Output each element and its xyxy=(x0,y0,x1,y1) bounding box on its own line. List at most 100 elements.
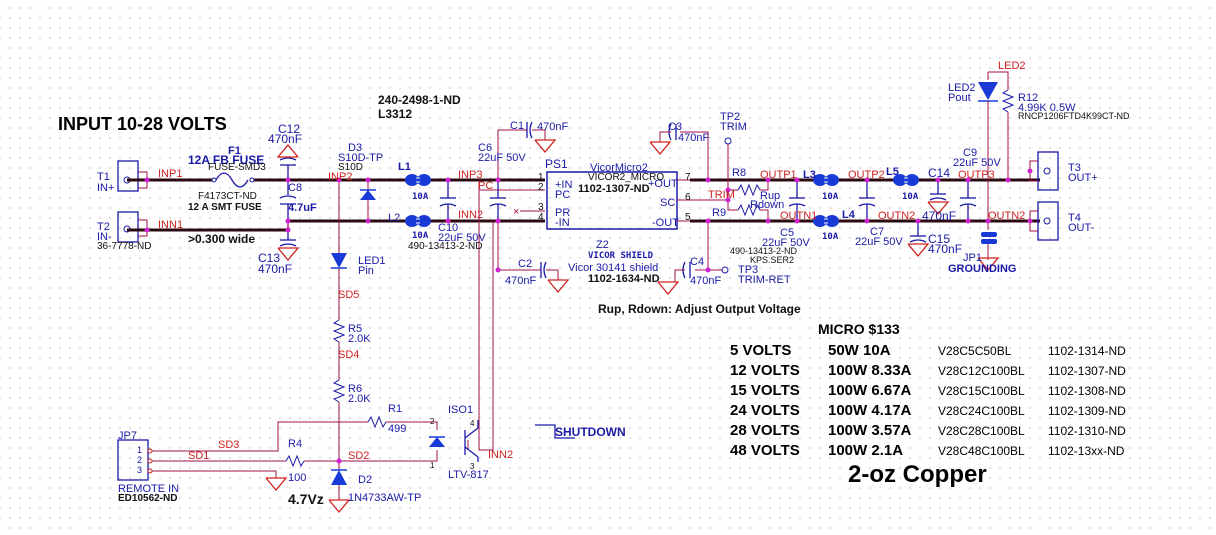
table-cell-power: 50W 10A xyxy=(828,342,891,359)
r5-ref: R5 xyxy=(348,323,363,335)
f1-ref: F1 xyxy=(228,145,241,157)
net-inn2-bottom: INN2 xyxy=(488,449,514,461)
fuse-f1-symbol xyxy=(211,172,255,188)
net-pc: PC xyxy=(478,180,494,192)
cap-c12-symbol xyxy=(279,157,297,180)
table-cell-part: 1102-1310-ND xyxy=(1048,424,1126,438)
ps1-pin3-name: PR xyxy=(555,207,571,219)
table-cell-part: 1102-13xx-ND xyxy=(1048,444,1125,458)
r12-part: RNCP1206FTD4K99CT-ND xyxy=(1018,111,1130,121)
net-sd4: SD4 xyxy=(338,349,360,361)
ps1-pin6-name: SC xyxy=(660,197,676,209)
tp2-ref: TP2 xyxy=(720,111,741,123)
opto-led-symbol xyxy=(429,437,445,447)
c8-value: 4.7uF xyxy=(288,202,317,214)
l3-rating: 10A xyxy=(822,192,839,202)
terminal-t4 xyxy=(1029,201,1059,241)
table-cell-model: V28C5C50BL xyxy=(938,344,1012,358)
table-cell-power: 100W 4.17A xyxy=(828,402,912,419)
t2-part: 36-7778-ND xyxy=(97,241,152,252)
net-inp3: INP3 xyxy=(458,169,483,181)
shutdown-label: SHUTDOWN xyxy=(555,425,626,439)
t3-name: OUT+ xyxy=(1068,172,1098,184)
table-cell-model: V28C24C100BL xyxy=(938,404,1025,418)
led1-ref: LED1 xyxy=(358,255,386,267)
net-inn2: INN2 xyxy=(458,209,484,221)
z2-name: Vicor 30141 shield xyxy=(568,262,659,274)
r4-value: 100 xyxy=(288,472,307,484)
led2-value: Pout xyxy=(948,92,971,104)
c6-value: 22uF 50V xyxy=(478,152,526,164)
c4-ref: C4 xyxy=(690,256,705,268)
net-sd1: SD1 xyxy=(188,450,210,462)
r5-value: 2.0K xyxy=(348,333,371,345)
d3-sub: S10D xyxy=(338,162,364,173)
table-cell-volts: 28 VOLTS xyxy=(730,422,800,439)
trace-note: >0.300 wide xyxy=(188,232,256,246)
f1-desc: 12 A SMT FUSE xyxy=(188,202,262,213)
d3-ref: D3 xyxy=(348,142,363,154)
ps1-pin6-num: 6 xyxy=(685,192,691,203)
l2-ref: L2 xyxy=(388,212,401,224)
part-note-1: 240-2498-1-ND xyxy=(378,93,461,107)
led2-ref: LED2 xyxy=(948,82,976,94)
c6-ref: C6 xyxy=(478,142,493,154)
table-cell-model: V28C15C100BL xyxy=(938,384,1025,398)
cap-c8-symbol xyxy=(279,180,297,221)
table-cell-volts: 15 VOLTS xyxy=(730,382,800,399)
diode-d3-symbol xyxy=(360,180,376,221)
iso1-part: LTV-817 xyxy=(448,469,489,481)
c7-ref: C7 xyxy=(870,226,885,238)
terminal-t1 xyxy=(117,160,148,192)
c10-part: 490-13413-2-ND xyxy=(408,241,483,252)
c15-ref: C15 xyxy=(928,232,951,246)
r6-value: 2.0K xyxy=(348,393,371,405)
c15-value: 470nF xyxy=(928,242,963,256)
part-note-2: L3312 xyxy=(378,107,413,121)
c10-value: 22uF 50V xyxy=(438,232,486,244)
junction-dots xyxy=(144,168,1033,464)
r1-ref: R1 xyxy=(388,403,403,415)
jp1-ref: JP1 xyxy=(963,252,982,264)
jp7-ref: JP7 xyxy=(118,430,137,442)
net-outp3: OUTP3 xyxy=(958,169,995,181)
table-cell-power: 100W 3.57A xyxy=(828,422,912,439)
c10-ref: C10 xyxy=(438,222,459,234)
table-cell-power: 100W 2.1A xyxy=(828,442,904,459)
f1-part: F4173CT-ND xyxy=(198,191,257,202)
c12-ref: C12 xyxy=(278,122,301,136)
table-cell-part: 1102-1309-ND xyxy=(1048,404,1126,418)
l3-ref: L3 xyxy=(803,169,816,181)
net-sd3: SD3 xyxy=(218,439,240,451)
c8-ref: C8 xyxy=(288,182,303,194)
l5-ref: L5 xyxy=(886,166,899,178)
c5-part: 490-13413-2-ND xyxy=(730,246,798,256)
c12-value: 470nF xyxy=(268,132,303,146)
zener-d2-symbol xyxy=(331,470,347,485)
shutdown-wiring xyxy=(152,180,494,478)
iso1-pin2: 2 xyxy=(430,417,435,426)
jp7-part: ED10562-ND xyxy=(118,493,178,504)
c1-ref: C1 xyxy=(510,120,525,132)
d2-value: 1N4733AW-TP xyxy=(348,492,422,504)
l4-ref: L4 xyxy=(842,209,855,221)
c5-ref: C5 xyxy=(780,227,795,239)
c2-value: 470nF xyxy=(505,275,537,287)
table-cell-volts: 48 VOLTS xyxy=(730,442,800,459)
ps1-part: 1102-1307-ND xyxy=(578,183,650,195)
t3-ref: T3 xyxy=(1068,162,1081,174)
ps1-pin3-num: 3 xyxy=(538,202,544,213)
table-cell-part: 1102-1308-ND xyxy=(1048,384,1126,398)
terminal-t2 xyxy=(117,211,148,243)
c9-ref: C9 xyxy=(963,147,978,159)
table-cell-power: 100W 8.33A xyxy=(828,362,912,379)
ps1-pin1-num: 1 xyxy=(538,172,544,183)
iso1-pin3: 3 xyxy=(470,462,475,471)
net-outn2: OUTN2 xyxy=(878,210,916,222)
r9-value: Rdown xyxy=(750,199,785,211)
t1-name: IN+ xyxy=(97,182,115,194)
tp3-ref: TP3 xyxy=(738,264,759,276)
f1-value: 12A FB FUSE xyxy=(188,153,265,167)
t4-ref: T4 xyxy=(1068,212,1081,224)
